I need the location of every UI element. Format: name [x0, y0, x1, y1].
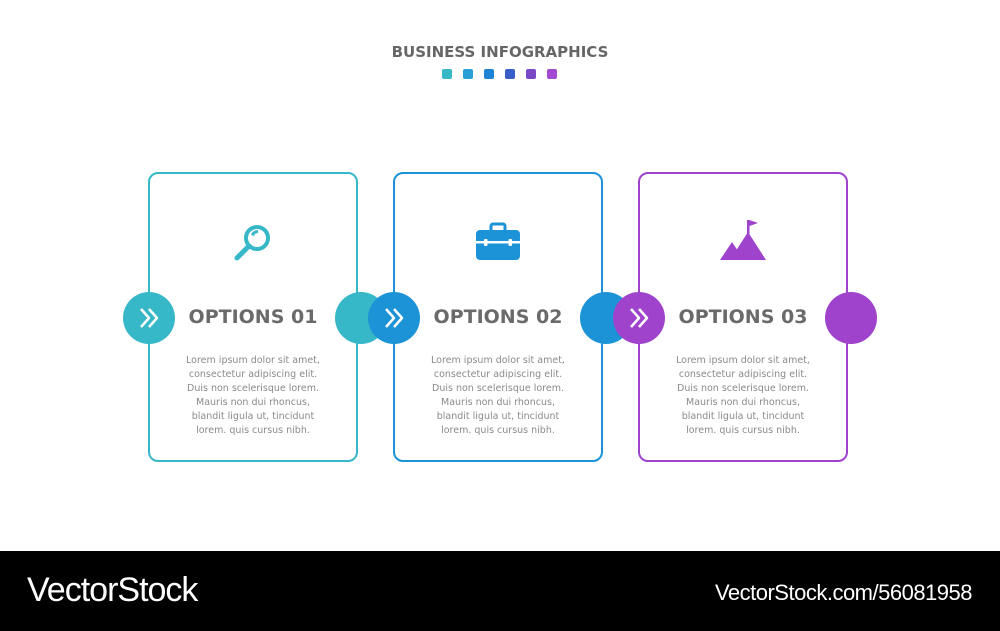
title-dot: [442, 69, 452, 79]
description-line: blandit ligula ut, tincidunt: [436, 411, 560, 422]
title-dot: [526, 69, 536, 79]
description-line: lorem. quis cursus nibh.: [441, 425, 555, 436]
description-line: consectetur adipiscing elit.: [433, 369, 563, 380]
option-card-2: OPTIONS 02 Lorem ipsum dolor sit amet, c…: [393, 172, 603, 462]
description-line: Mauris non dui rhoncus,: [196, 397, 310, 408]
option-description: Lorem ipsum dolor sit amet, consectetur …: [654, 354, 832, 438]
title-dot: [547, 69, 557, 79]
option-card-1: OPTIONS 01 Lorem ipsum dolor sit amet, c…: [148, 172, 358, 462]
option-label: OPTIONS 03: [678, 306, 808, 328]
chevron-right-icon: [613, 292, 665, 344]
description-line: lorem. quis cursus nibh.: [686, 425, 800, 436]
option-label: OPTIONS 01: [188, 306, 318, 328]
description-line: Duis non scelerisque lorem.: [187, 383, 319, 394]
title-dot: [484, 69, 494, 79]
description-line: Lorem ipsum dolor sit amet,: [431, 355, 565, 366]
description-line: lorem. quis cursus nibh.: [196, 425, 310, 436]
option-label: OPTIONS 02: [433, 306, 563, 328]
description-line: Mauris non dui rhoncus,: [441, 397, 555, 408]
option-card-3: OPTIONS 03 Lorem ipsum dolor sit amet, c…: [638, 172, 848, 462]
title-dots: [442, 69, 557, 79]
title-dot: [463, 69, 473, 79]
briefcase-icon: [473, 218, 523, 268]
infographic-title: BUSINESS INFOGRAPHICS: [391, 43, 609, 61]
footer-bar: VectorStock VectorStock.com/56081958: [0, 551, 1000, 631]
description-line: Duis non scelerisque lorem.: [432, 383, 564, 394]
description-line: blandit ligula ut, tincidunt: [681, 411, 805, 422]
magnifier-icon: [228, 218, 278, 268]
option-description: Lorem ipsum dolor sit amet, consectetur …: [164, 354, 342, 438]
chevron-right-icon: [368, 292, 420, 344]
option-description: Lorem ipsum dolor sit amet, consectetur …: [409, 354, 587, 438]
chevron-right-icon: [123, 292, 175, 344]
description-line: Mauris non dui rhoncus,: [686, 397, 800, 408]
description-line: consectetur adipiscing elit.: [678, 369, 808, 380]
brand-logo: VectorStock: [27, 571, 198, 609]
description-line: blandit ligula ut, tincidunt: [191, 411, 315, 422]
description-line: Lorem ipsum dolor sit amet,: [186, 355, 320, 366]
description-line: consectetur adipiscing elit.: [188, 369, 318, 380]
mountain-flag-icon: [718, 218, 768, 268]
stock-id: VectorStock.com/56081958: [714, 580, 973, 605]
connector-circle-3: [825, 292, 877, 344]
description-line: Lorem ipsum dolor sit amet,: [676, 355, 810, 366]
description-line: Duis non scelerisque lorem.: [677, 383, 809, 394]
title-dot: [505, 69, 515, 79]
